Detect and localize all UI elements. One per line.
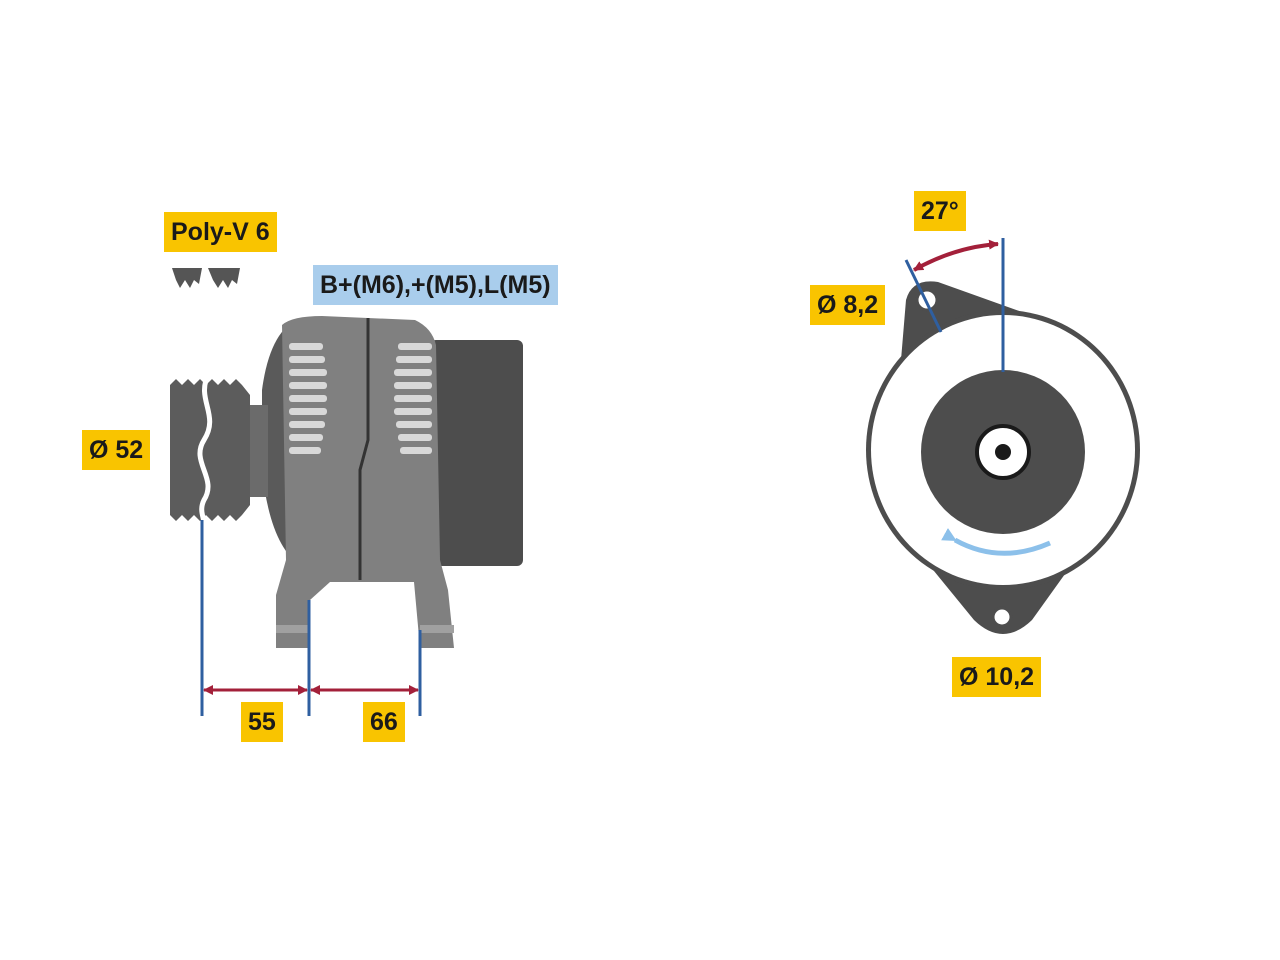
- angle-label: 27°: [914, 191, 966, 231]
- front-view: [866, 238, 1140, 634]
- rear-cover: [430, 340, 523, 566]
- mount-hole-lower: [991, 606, 1013, 628]
- poly-v-groove-icon: [172, 268, 240, 288]
- main-housing: [276, 316, 454, 648]
- pulley-diameter-label: Ø 52: [82, 430, 151, 470]
- pulley-hub: [246, 405, 268, 497]
- terminals-label: B+(M6),+(M5),L(M5): [313, 265, 558, 305]
- angle-arc-arrow: [913, 239, 999, 272]
- cooling-slots-front: [289, 343, 327, 454]
- pulley: [170, 379, 250, 521]
- angled-reference-line: [904, 259, 943, 333]
- housing-seam: [358, 318, 370, 580]
- mount-foot-left: [276, 625, 310, 633]
- pulley-break-line: [197, 373, 213, 529]
- pulley-type-label: Poly-V 6: [164, 212, 277, 252]
- lower-hole-diameter-label: Ø 10,2: [952, 657, 1042, 697]
- dimension-lines: [200, 520, 422, 716]
- dimension-66-label: 66: [363, 702, 405, 742]
- upper-hole-diameter-label: Ø 8,2: [810, 285, 886, 325]
- dimension-55-label: 55: [241, 702, 283, 742]
- shaft-center: [995, 444, 1011, 460]
- side-view: [170, 268, 523, 716]
- mount-foot-right: [420, 625, 454, 633]
- cooling-slots-rear: [394, 343, 432, 454]
- rotation-arrow-icon: [941, 528, 1052, 556]
